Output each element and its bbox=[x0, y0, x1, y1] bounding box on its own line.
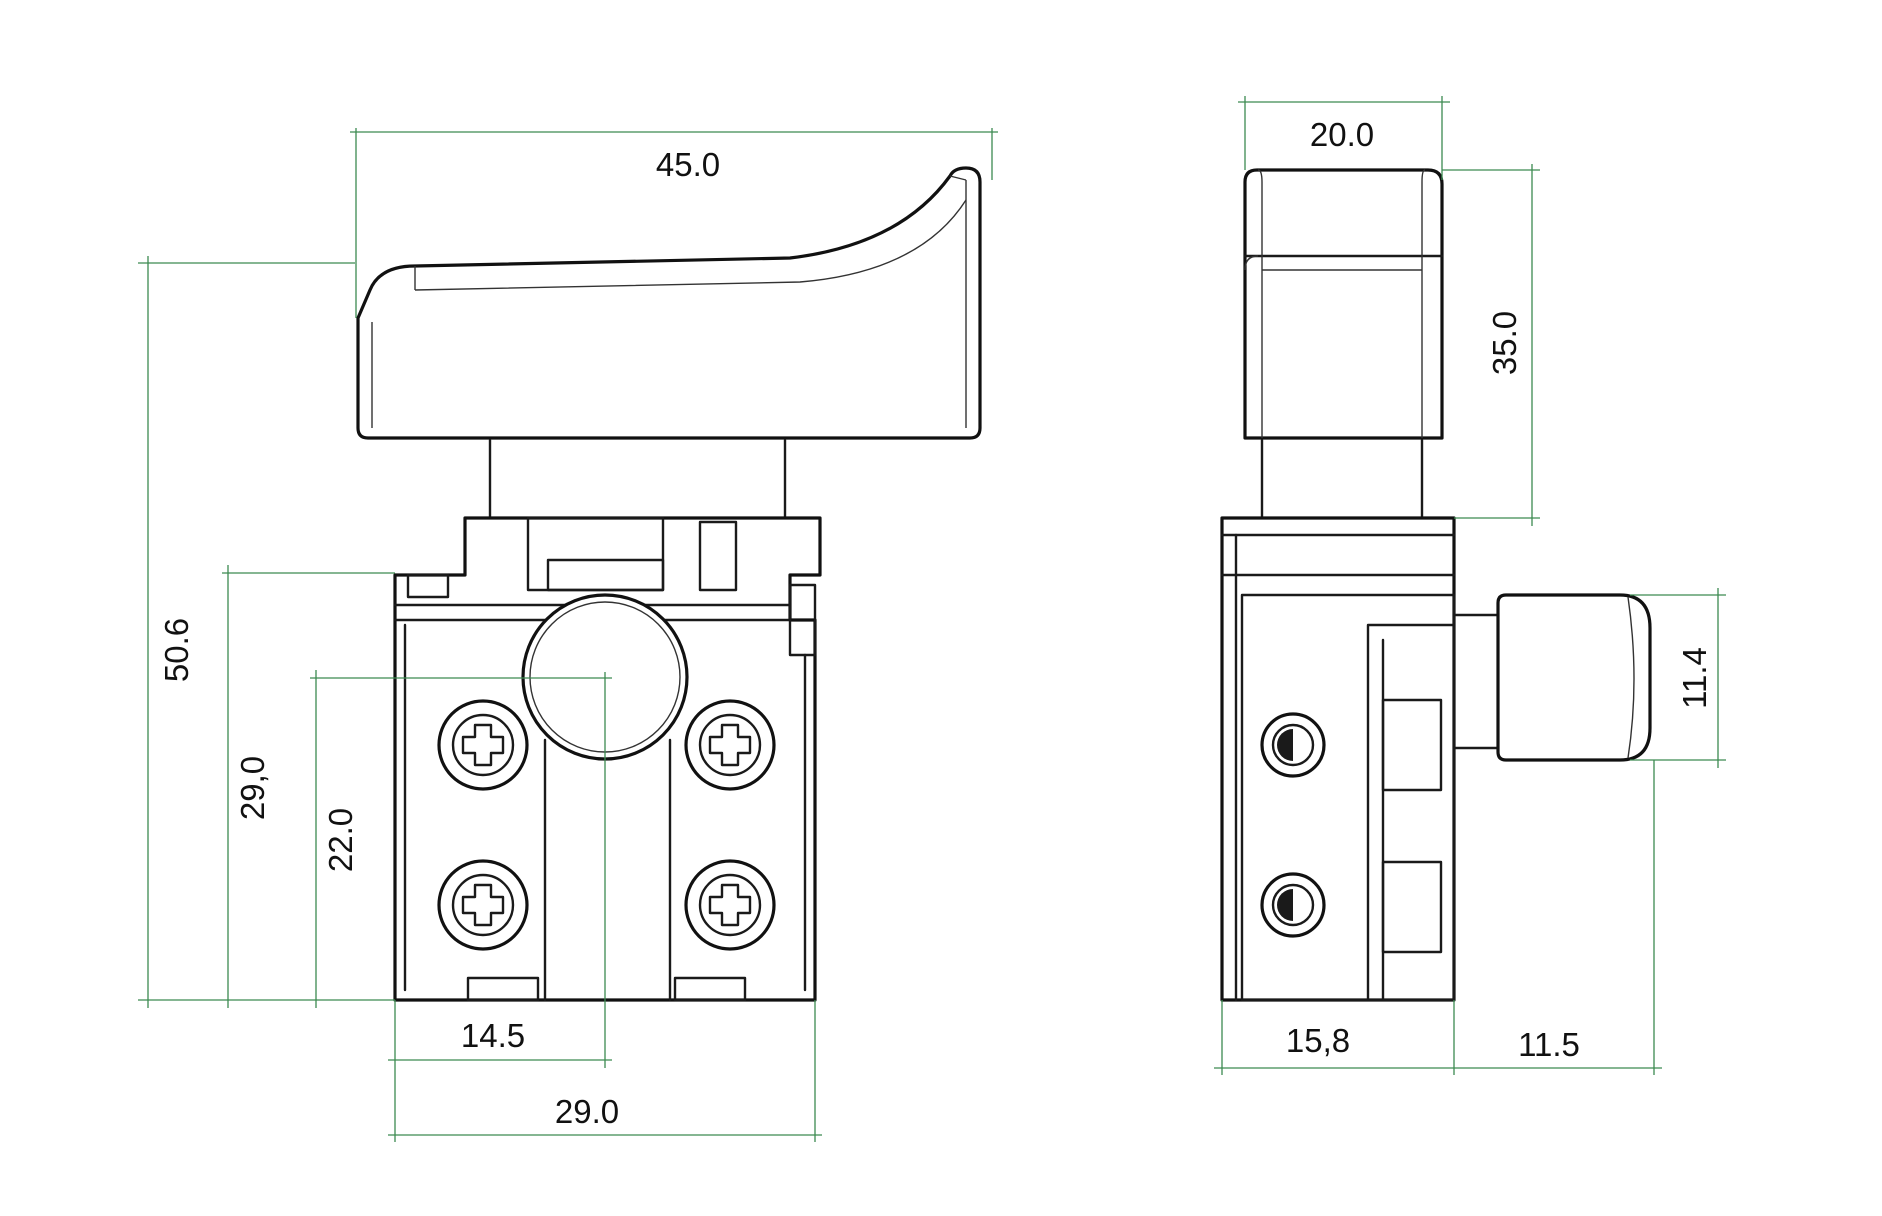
dim-center-offset: 14.5 bbox=[461, 1017, 525, 1054]
front-trigger bbox=[356, 166, 982, 440]
dim-center-height: 22.0 bbox=[322, 808, 359, 872]
front-dimension-labels: 45.0 50.6 29,0 22.0 14.5 29.0 bbox=[158, 146, 720, 1130]
front-screw-top-left bbox=[437, 699, 529, 791]
side-stems bbox=[1260, 438, 1424, 520]
side-lock-button bbox=[1452, 593, 1652, 762]
dim-trigger-depth: 20.0 bbox=[1310, 116, 1374, 153]
dim-trigger-width: 45.0 bbox=[656, 146, 720, 183]
dim-body-width: 29.0 bbox=[555, 1093, 619, 1130]
side-trigger bbox=[1243, 168, 1444, 440]
dim-overall-height: 50.6 bbox=[158, 618, 195, 682]
side-view: 20.0 35.0 11.4 15,8 11.5 bbox=[1214, 96, 1726, 1075]
dim-body-depth: 15,8 bbox=[1286, 1022, 1350, 1059]
front-dimension-lines bbox=[138, 128, 998, 1142]
front-screw-bottom-right bbox=[684, 859, 776, 951]
dim-button-height: 11.4 bbox=[1676, 647, 1713, 709]
front-screw-top-right bbox=[684, 699, 776, 791]
front-view: 45.0 50.6 29,0 22.0 14.5 29.0 bbox=[138, 128, 998, 1142]
front-stems bbox=[488, 438, 787, 520]
front-body bbox=[393, 516, 822, 1002]
dim-button-projection: 11.5 bbox=[1518, 1026, 1580, 1063]
side-dimension-labels: 20.0 35.0 11.4 15,8 11.5 bbox=[1286, 116, 1713, 1063]
side-dimension-lines bbox=[1214, 96, 1726, 1075]
front-screw-bottom-left bbox=[437, 859, 529, 951]
side-body bbox=[1220, 516, 1456, 1002]
dim-body-height: 29,0 bbox=[234, 756, 271, 820]
dim-trigger-height: 35.0 bbox=[1486, 311, 1523, 375]
